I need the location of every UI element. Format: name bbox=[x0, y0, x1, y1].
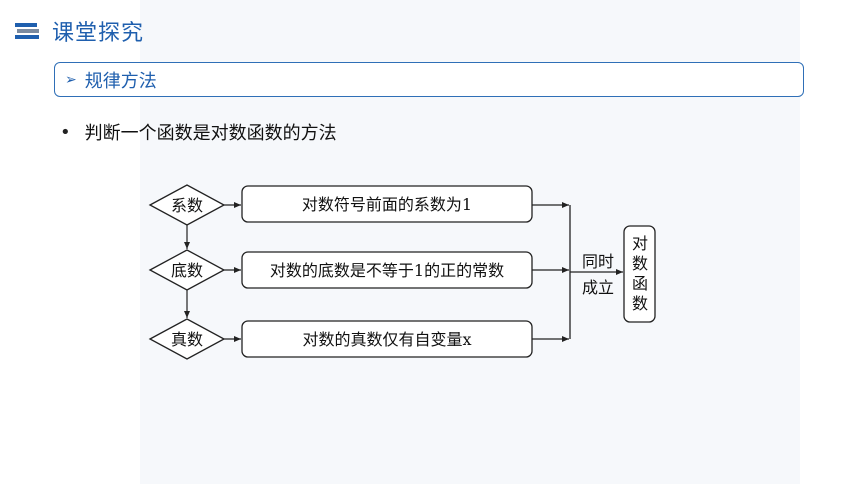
page-header: 课堂探究 bbox=[14, 16, 144, 46]
join-label: 同时 bbox=[582, 252, 614, 271]
condition-box-argument: 对数的真数仅有自变量x bbox=[241, 320, 533, 358]
bullet-text: 判断一个函数是对数函数的方法 bbox=[84, 123, 337, 144]
diamond-base: 底数 bbox=[148, 249, 226, 291]
diamond-coefficient: 系数 bbox=[148, 184, 226, 226]
bullet-item: • 判断一个函数是对数函数的方法 bbox=[60, 119, 337, 145]
condition-box-base: 对数的底数是不等于1的正的常数 bbox=[241, 251, 533, 289]
section-title: 规律方法 bbox=[84, 70, 157, 92]
result-char: 数 bbox=[632, 254, 648, 273]
result-char: 对 bbox=[632, 234, 648, 253]
join-label: 成立 bbox=[582, 278, 614, 297]
arrow-bullet-icon: ➢ bbox=[65, 71, 77, 88]
condition-text: 对数的底数是不等于1的正的常数 bbox=[270, 261, 504, 280]
result-box: 对 数 函 数 bbox=[623, 225, 656, 323]
books-icon bbox=[15, 23, 39, 39]
condition-text: 对数的真数仅有自变量x bbox=[302, 330, 471, 349]
section-box: ➢ 规律方法 bbox=[54, 62, 804, 97]
diamond-argument: 真数 bbox=[148, 318, 226, 360]
condition-text: 对数符号前面的系数为1 bbox=[302, 195, 472, 214]
condition-box-coefficient: 对数符号前面的系数为1 bbox=[241, 185, 533, 223]
bullet-icon: • bbox=[60, 121, 71, 143]
diamond-label: 底数 bbox=[171, 261, 203, 280]
page-title: 课堂探究 bbox=[52, 21, 145, 46]
result-char: 函 bbox=[632, 274, 648, 293]
result-char: 数 bbox=[632, 294, 648, 313]
diamond-label: 系数 bbox=[171, 196, 203, 215]
diamond-label: 真数 bbox=[171, 330, 203, 349]
